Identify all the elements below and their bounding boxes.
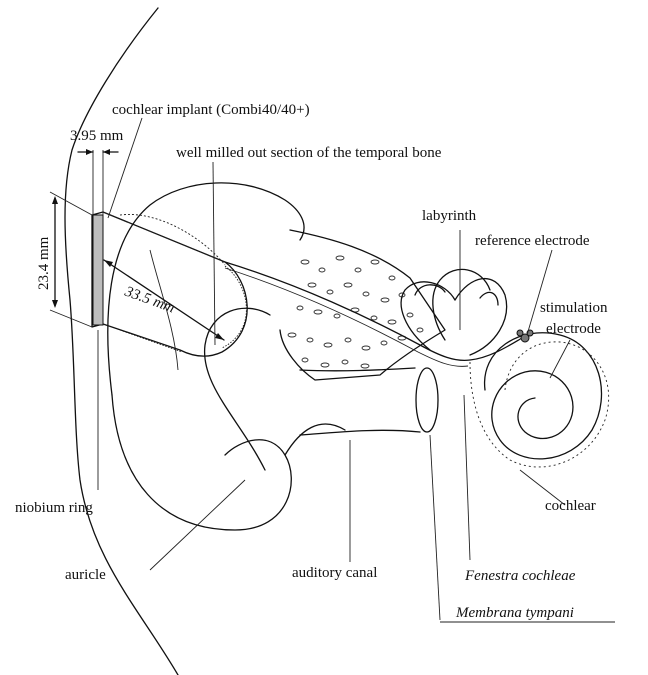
temporal-bone-section (280, 230, 445, 380)
labyrinth (401, 269, 506, 355)
auricle-lower (112, 395, 291, 530)
cochlear-implant (92, 212, 247, 356)
label-auricle: auricle (65, 567, 106, 583)
label-width-dim: 3.95 mm (70, 128, 124, 144)
well-outline (120, 214, 225, 265)
auditory-canal-upper (300, 368, 415, 371)
label-labyrinth: labyrinth (422, 208, 477, 224)
tympanic-membrane (416, 368, 438, 432)
label-well: well milled out section of the temporal … (176, 145, 442, 161)
label-cochlear: cochlear (545, 498, 596, 514)
label-membrana: Membrana tympani (455, 605, 574, 621)
concha-curve (285, 424, 345, 455)
auditory-canal-lower (300, 430, 420, 435)
cochlea-spiral (485, 333, 602, 459)
niobium-ring-edge (93, 215, 103, 325)
label-niobium-ring: niobium ring (15, 500, 93, 516)
label-reference-electrode: reference electrode (475, 233, 590, 249)
label-height-dim: 23.4 mm (36, 236, 52, 290)
label-auditory-canal: auditory canal (292, 565, 377, 581)
label-implant: cochlear implant (Combi40/40+) (112, 102, 310, 118)
label-length-dim: 33.5 mm (122, 283, 177, 316)
implant-housing (92, 212, 247, 356)
electrode-lead (225, 262, 522, 360)
label-stimulation-2: electrode (546, 321, 601, 337)
label-fenestra: Fenestra cochleae (464, 568, 576, 584)
label-stimulation-1: stimulation (540, 300, 608, 316)
